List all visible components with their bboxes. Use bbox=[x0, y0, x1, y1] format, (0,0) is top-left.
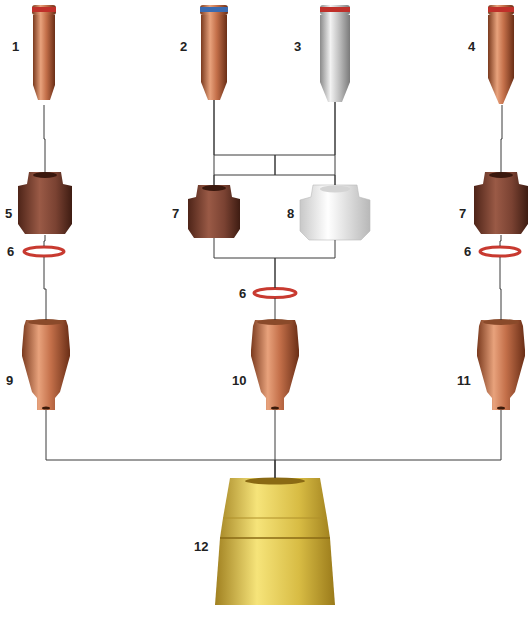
part-node: 12 bbox=[215, 478, 335, 605]
callout-number: 12 bbox=[194, 540, 208, 553]
part-node: 4 bbox=[488, 5, 515, 105]
part-node: 6 bbox=[480, 246, 520, 257]
electrode bbox=[488, 5, 514, 104]
connector-line bbox=[275, 298, 276, 320]
swirl-ring bbox=[474, 172, 528, 234]
electrode bbox=[200, 5, 228, 100]
callout-number: 11 bbox=[457, 374, 471, 387]
callout-number: 10 bbox=[232, 374, 246, 387]
connector-line bbox=[44, 257, 46, 320]
part-node: 5 bbox=[18, 172, 72, 235]
part-node: 11 bbox=[477, 320, 525, 410]
callout-number: 8 bbox=[287, 207, 294, 220]
connector-line bbox=[44, 105, 45, 172]
callout-number: 5 bbox=[5, 207, 12, 220]
swirl-ring bbox=[300, 185, 370, 240]
callout-number: 2 bbox=[180, 40, 187, 53]
part-node: 10 bbox=[251, 320, 299, 410]
retaining-cap bbox=[215, 478, 335, 606]
callout-number: 6 bbox=[7, 245, 14, 258]
callout-number: 6 bbox=[464, 245, 471, 258]
connector-line bbox=[214, 238, 275, 288]
swirl-ring bbox=[18, 172, 72, 234]
nozzle bbox=[251, 319, 299, 410]
connector-line bbox=[44, 235, 45, 246]
callout-number: 6 bbox=[239, 287, 246, 300]
connector-line bbox=[214, 102, 335, 185]
callout-number: 1 bbox=[12, 40, 19, 53]
part-node: 6 bbox=[254, 288, 296, 298]
callout-number: 9 bbox=[6, 374, 13, 387]
connector-line bbox=[500, 257, 501, 320]
o-ring bbox=[480, 247, 520, 256]
nozzle bbox=[477, 319, 525, 410]
electrode bbox=[320, 5, 350, 102]
part-node: 3 bbox=[320, 5, 350, 102]
part-node: 1 bbox=[33, 5, 55, 105]
callout-number: 3 bbox=[294, 40, 301, 53]
connector-line bbox=[275, 240, 335, 288]
callout-number: 4 bbox=[468, 40, 475, 53]
part-node: 7 bbox=[188, 185, 240, 238]
connector-line bbox=[214, 100, 335, 185]
connector-line bbox=[275, 410, 501, 478]
connector-line bbox=[335, 102, 336, 185]
o-ring bbox=[254, 289, 296, 298]
connector-line bbox=[46, 410, 275, 478]
nozzle bbox=[22, 319, 70, 410]
electrode bbox=[32, 5, 56, 100]
part-node: 2 bbox=[200, 5, 228, 100]
part-node: 9 bbox=[22, 320, 70, 410]
callout-number: 7 bbox=[172, 207, 179, 220]
part-node: 7 bbox=[474, 172, 528, 235]
part-node: 8 bbox=[300, 185, 370, 240]
connector-line bbox=[501, 105, 502, 172]
connector-line bbox=[500, 235, 501, 246]
swirl-ring bbox=[188, 185, 240, 238]
callout-number: 7 bbox=[459, 207, 466, 220]
o-ring bbox=[24, 247, 64, 256]
part-node: 6 bbox=[24, 246, 64, 257]
